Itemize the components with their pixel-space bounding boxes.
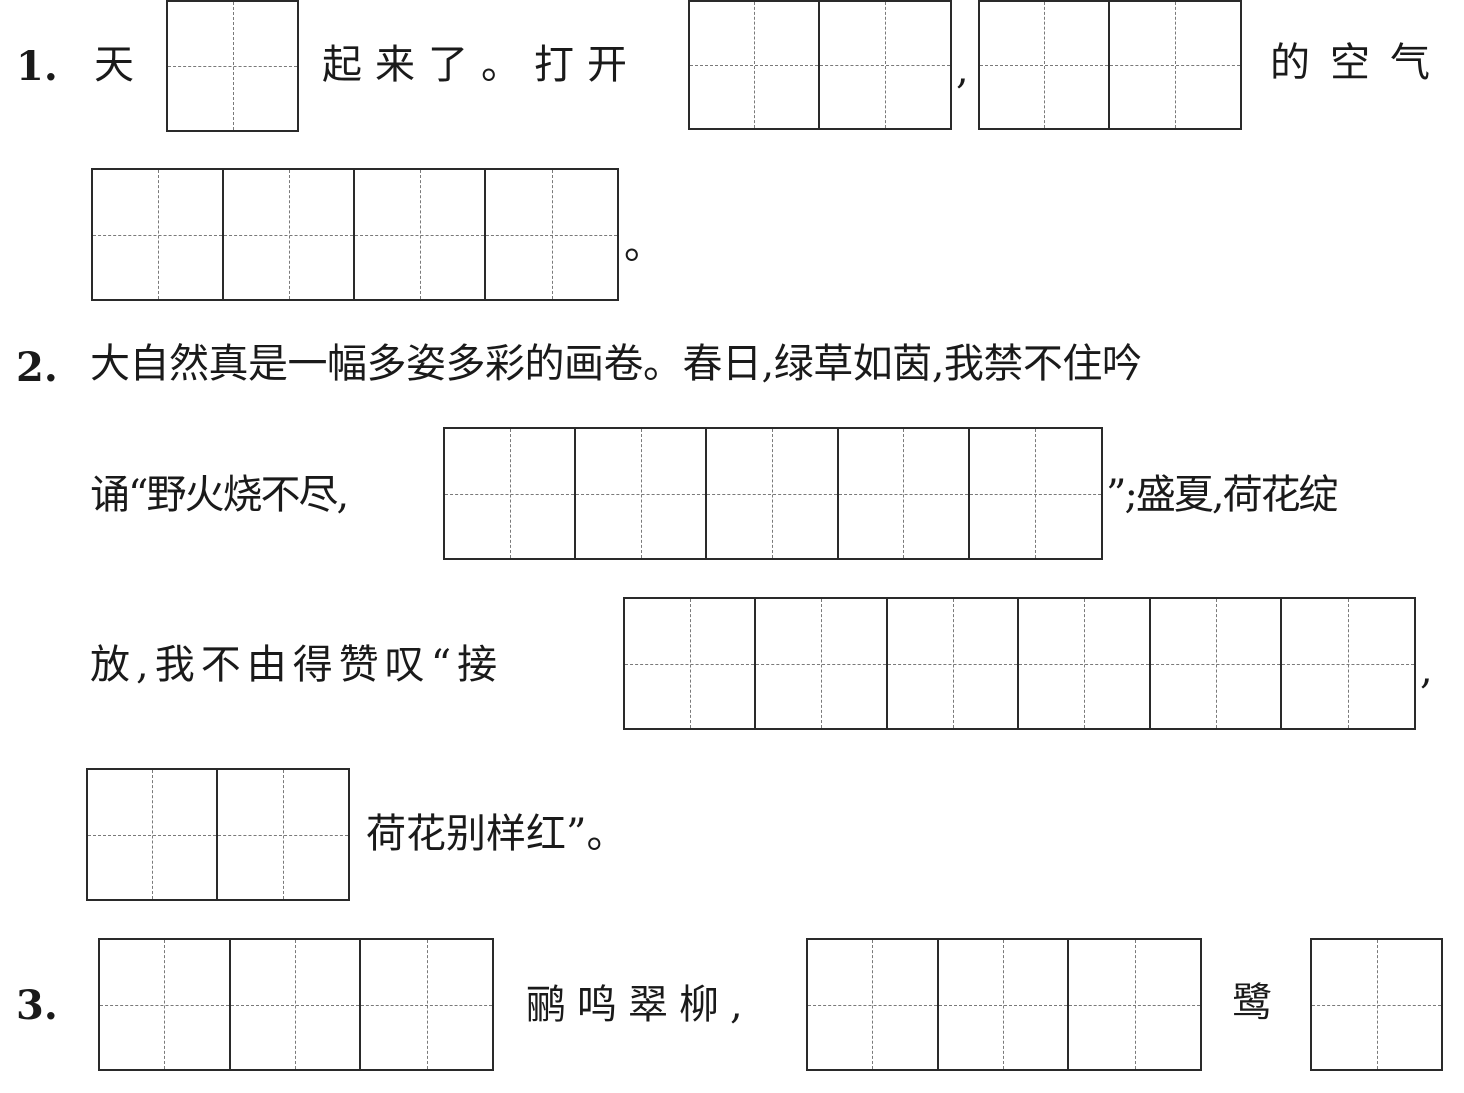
q2-answer-box-2[interactable] bbox=[623, 597, 1416, 730]
q3-answer-box-1[interactable] bbox=[98, 938, 494, 1071]
q2-line3-start: 放,我不由得赞叹“接 bbox=[90, 642, 504, 688]
q3-text-liming: 鹂鸣翠柳, bbox=[526, 982, 754, 1028]
q1-answer-box-3[interactable] bbox=[978, 0, 1242, 130]
q2-answer-box-3[interactable] bbox=[86, 768, 350, 901]
q2-number: 2. bbox=[16, 344, 58, 391]
q1-text-tian: 天 bbox=[94, 42, 138, 88]
q1-period: 。 bbox=[624, 222, 664, 268]
q3-answer-box-2[interactable] bbox=[806, 938, 1202, 1071]
q2-answer-box-1[interactable] bbox=[443, 427, 1103, 560]
q1-text-kongqi: 的空气 bbox=[1270, 40, 1450, 86]
q2-line4: 荷花别样红”。 bbox=[366, 811, 627, 857]
q1-answer-box-4[interactable] bbox=[91, 168, 619, 301]
q1-number: 1. bbox=[16, 43, 58, 90]
q1-text-qilai: 起来了。打开 bbox=[322, 42, 640, 88]
q1-answer-box-1[interactable] bbox=[166, 0, 299, 132]
q3-answer-box-3[interactable] bbox=[1310, 938, 1443, 1071]
q1-comma: , bbox=[956, 47, 969, 93]
q2-comma: , bbox=[1420, 647, 1433, 693]
q2-line1: 大自然真是一幅多姿多彩的画卷。春日,绿草如茵,我禁不住吟 bbox=[90, 341, 1142, 387]
q3-number: 3. bbox=[16, 982, 58, 1029]
q2-line2-start: 诵“野火烧不尽, bbox=[90, 472, 349, 518]
q2-line2-end: ”;盛夏,荷花绽 bbox=[1106, 472, 1339, 518]
q1-answer-box-2[interactable] bbox=[688, 0, 952, 130]
q3-text-lu: 鹭 bbox=[1232, 980, 1272, 1026]
